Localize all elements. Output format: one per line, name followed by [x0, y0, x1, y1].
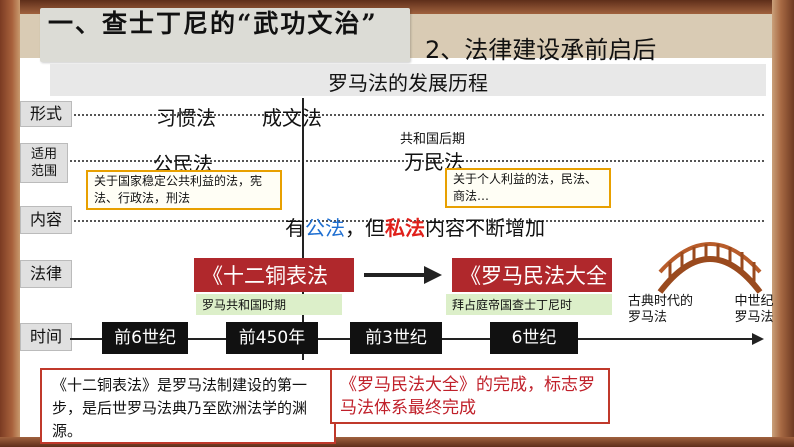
law-twelve-tables: 《十二铜表法	[194, 258, 354, 292]
era-classical: 古典时代的罗马法	[628, 294, 696, 326]
content-part1: 有	[285, 216, 305, 240]
arrow-right-icon	[364, 266, 442, 284]
era-classical-text: 古典时代的罗马法	[628, 294, 694, 325]
note-twelve-tables: 《十二铜表法》是罗马法制建设的第一步，是后世罗马法典乃至欧洲法学的渊源。	[40, 368, 336, 444]
timeline-item: 前3世纪	[350, 322, 442, 354]
form-written-law: 成文法	[262, 106, 322, 130]
content-private-law: 私法	[385, 216, 425, 240]
content-dotline	[74, 220, 764, 222]
divider-line	[302, 98, 304, 360]
era-medieval: 中世纪罗马法	[732, 294, 776, 326]
row-label-scope-text: 适用范围	[30, 147, 57, 179]
header-title: 罗马法的发展历程	[328, 71, 488, 95]
header-bar: 罗马法的发展历程	[50, 64, 766, 96]
row-label-time: 时间	[20, 323, 72, 351]
row-label-content: 内容	[20, 206, 72, 234]
page-title: 一、查士丁尼的“武功文治”	[48, 9, 378, 38]
content-part2: ，但	[345, 216, 385, 240]
row-label-form: 形式	[20, 101, 72, 127]
note-private-law: 关于个人利益的法，民法、商法…	[445, 168, 611, 208]
scope-dotline	[70, 160, 764, 162]
era-medieval-text: 中世纪罗马法	[734, 294, 774, 325]
scope-late-republic: 共和国后期	[400, 132, 466, 147]
law-corpus-juris-period: 拜占庭帝国查士丁尼时	[446, 294, 612, 315]
section-subtitle: 2、法律建设承前启后	[425, 36, 657, 64]
timeline-item: 6世纪	[490, 322, 578, 354]
title-box: 一、查士丁尼的“武功文治”	[40, 8, 410, 62]
content-sentence: 有公法，但私法内容不断增加	[285, 212, 545, 241]
frame-bottom	[0, 437, 794, 447]
note-corpus-juris: 《罗马民法大全》的完成，标志罗马法体系最终完成	[330, 368, 610, 424]
form-custom-law: 习惯法	[156, 106, 216, 130]
bridge-icon	[657, 242, 763, 294]
content-public-law: 公法	[305, 216, 345, 240]
timeline-item: 前6世纪	[102, 322, 188, 354]
frame-left	[0, 0, 20, 447]
row-label-scope: 适用范围	[20, 143, 68, 183]
law-corpus-juris: 《罗马民法大全	[452, 258, 612, 292]
form-dotline	[74, 114, 764, 116]
frame-right	[772, 0, 794, 447]
timeline-item: 前450年	[226, 322, 318, 354]
content-part3: 内容不断增加	[425, 216, 545, 240]
note-public-law: 关于国家稳定公共利益的法，宪法、行政法，刑法	[86, 170, 282, 210]
law-twelve-tables-period: 罗马共和国时期	[196, 294, 342, 315]
timeline-arrow-icon	[752, 333, 764, 345]
row-label-law: 法律	[20, 260, 72, 288]
